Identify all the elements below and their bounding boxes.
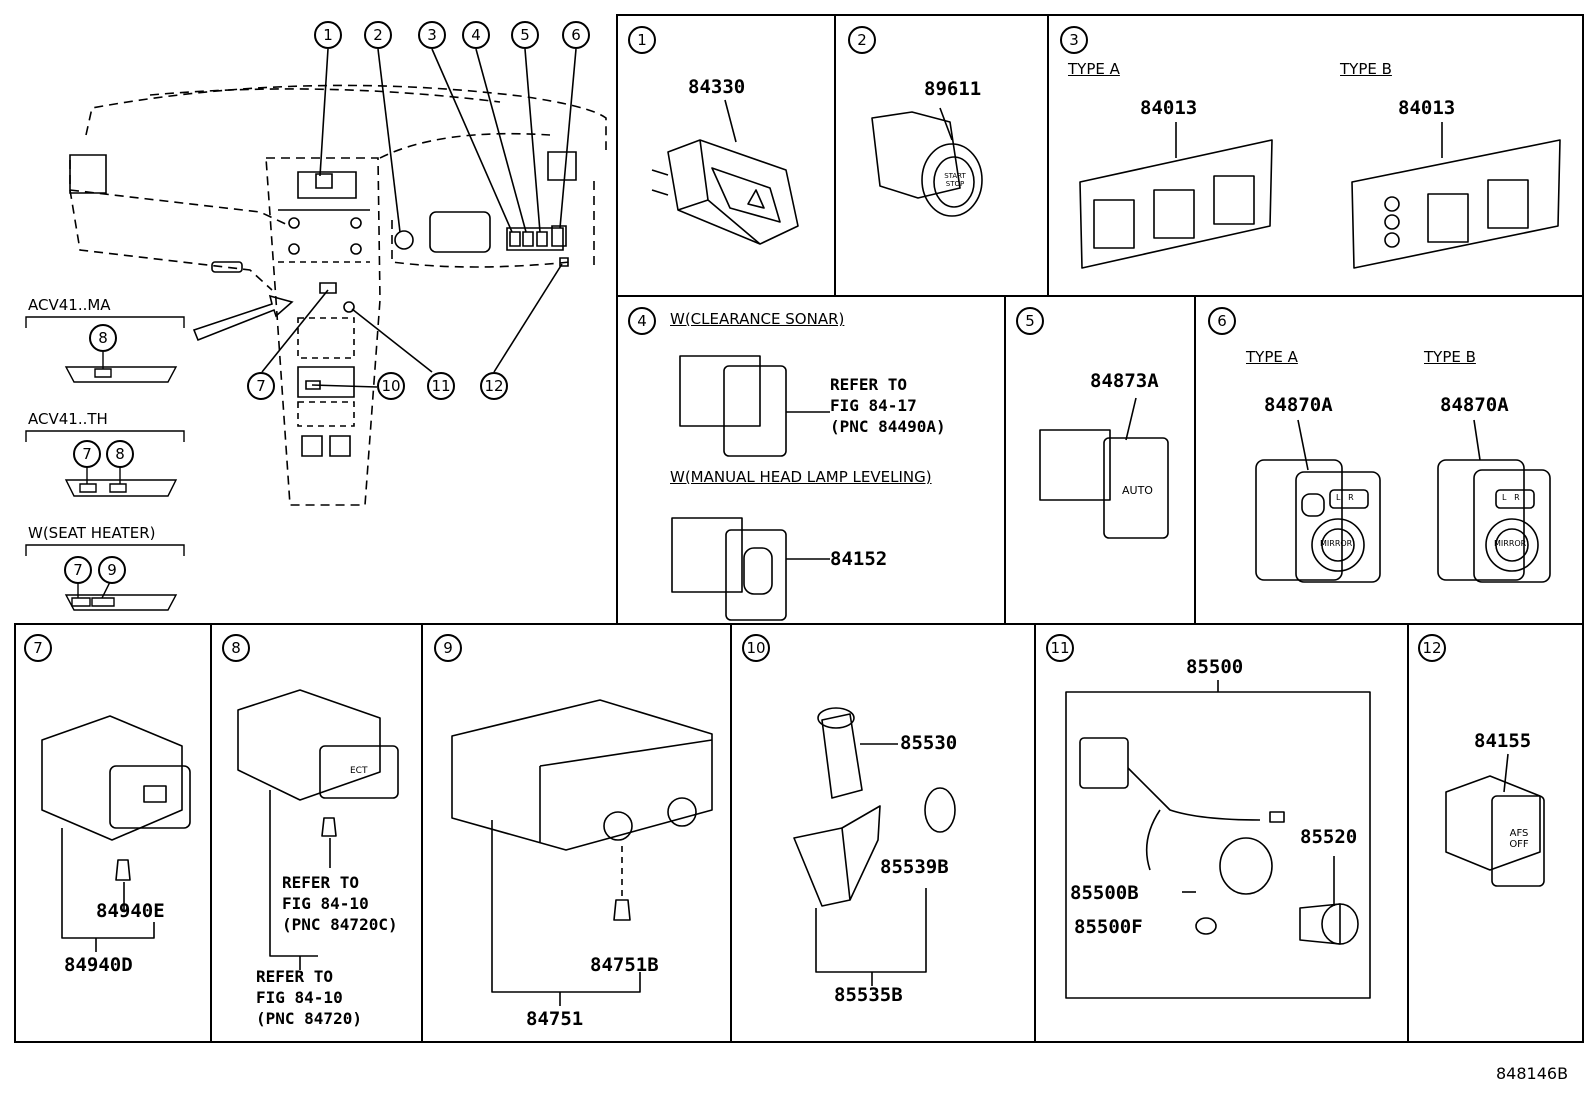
panel-6-type-b: TYPE B <box>1424 348 1476 366</box>
lr-text-b: L R <box>1502 493 1520 502</box>
mirror-text-a: MIRROR <box>1320 539 1353 548</box>
panel-4-condition-leveling: W(MANUAL HEAD LAMP LEVELING) <box>670 468 932 486</box>
start-stop-button-text: START STOP <box>944 172 966 188</box>
panel-3-number: 3 <box>1060 26 1088 54</box>
variant-label-th: ACV41..TH <box>28 410 108 428</box>
part-85500: 85500 <box>1186 656 1244 678</box>
panel-8-reference-1: REFER TO FIG 84-10 (PNC 84720C) <box>282 873 398 934</box>
part-84330: 84330 <box>688 76 746 98</box>
panel-6-type-a: TYPE A <box>1246 348 1298 366</box>
auto-switch-text: AUTO <box>1122 484 1153 497</box>
ect-switch-text: ECT <box>350 766 368 776</box>
callout-5: 5 <box>511 21 539 49</box>
variant-label-ma: ACV41..MA <box>28 296 111 314</box>
callout-6: 6 <box>562 21 590 49</box>
callout-1: 1 <box>314 21 342 49</box>
variant-ma-callout-8: 8 <box>89 324 117 352</box>
lr-text-a: L R <box>1336 493 1354 502</box>
callout-3: 3 <box>418 21 446 49</box>
part-85539B: 85539B <box>880 856 949 878</box>
panel-3-type-a: TYPE A <box>1068 60 1120 78</box>
panel-7-number: 7 <box>24 634 52 662</box>
panel-6-number: 6 <box>1208 307 1236 335</box>
part-84870A-type-b: 84870A <box>1440 394 1509 416</box>
part-85520: 85520 <box>1300 826 1358 848</box>
variant-sh-callout-9: 9 <box>98 556 126 584</box>
part-84751B: 84751B <box>590 954 659 976</box>
part-84155: 84155 <box>1474 730 1532 752</box>
part-84152: 84152 <box>830 548 888 570</box>
callout-4: 4 <box>462 21 490 49</box>
panel-11-number: 11 <box>1046 634 1074 662</box>
part-84751: 84751 <box>526 1008 584 1030</box>
part-84013-type-a: 84013 <box>1140 97 1198 119</box>
callout-12: 12 <box>480 372 508 400</box>
mirror-text-b: MIRROR <box>1494 539 1527 548</box>
part-84013-type-b: 84013 <box>1398 97 1456 119</box>
panel-2-number: 2 <box>848 26 876 54</box>
part-84870A-type-a: 84870A <box>1264 394 1333 416</box>
part-85500F: 85500F <box>1074 916 1143 938</box>
panel-4-condition-sonar: W(CLEARANCE SONAR) <box>670 310 845 328</box>
callout-11: 11 <box>427 372 455 400</box>
panel-4-reference-sonar: REFER TO FIG 84-17 (PNC 84490A) <box>830 375 946 436</box>
part-85535B: 85535B <box>834 984 903 1006</box>
part-84940D: 84940D <box>64 954 133 976</box>
callout-2: 2 <box>364 21 392 49</box>
panel-4-number: 4 <box>628 307 656 335</box>
afs-off-switch-text: AFS OFF <box>1509 828 1529 850</box>
part-84873A: 84873A <box>1090 370 1159 392</box>
panel-12-number: 12 <box>1418 634 1446 662</box>
figure-code: 848146B <box>1496 1064 1569 1083</box>
panel-10-number: 10 <box>742 634 770 662</box>
panel-3-type-b: TYPE B <box>1340 60 1392 78</box>
variant-th-callout-7: 7 <box>73 440 101 468</box>
part-89611: 89611 <box>924 78 982 100</box>
variant-sh-callout-7: 7 <box>64 556 92 584</box>
panel-8-reference-2: REFER TO FIG 84-10 (PNC 84720) <box>256 967 362 1028</box>
part-84940E: 84940E <box>96 900 165 922</box>
callout-7: 7 <box>247 372 275 400</box>
panel-1-number: 1 <box>628 26 656 54</box>
panel-5-number: 5 <box>1016 307 1044 335</box>
callout-10: 10 <box>377 372 405 400</box>
panel-8-number: 8 <box>222 634 250 662</box>
variant-label-seat-heater: W(SEAT HEATER) <box>28 524 156 542</box>
part-85500B: 85500B <box>1070 882 1139 904</box>
part-85530: 85530 <box>900 732 958 754</box>
panel-9-number: 9 <box>434 634 462 662</box>
variant-th-callout-8: 8 <box>106 440 134 468</box>
